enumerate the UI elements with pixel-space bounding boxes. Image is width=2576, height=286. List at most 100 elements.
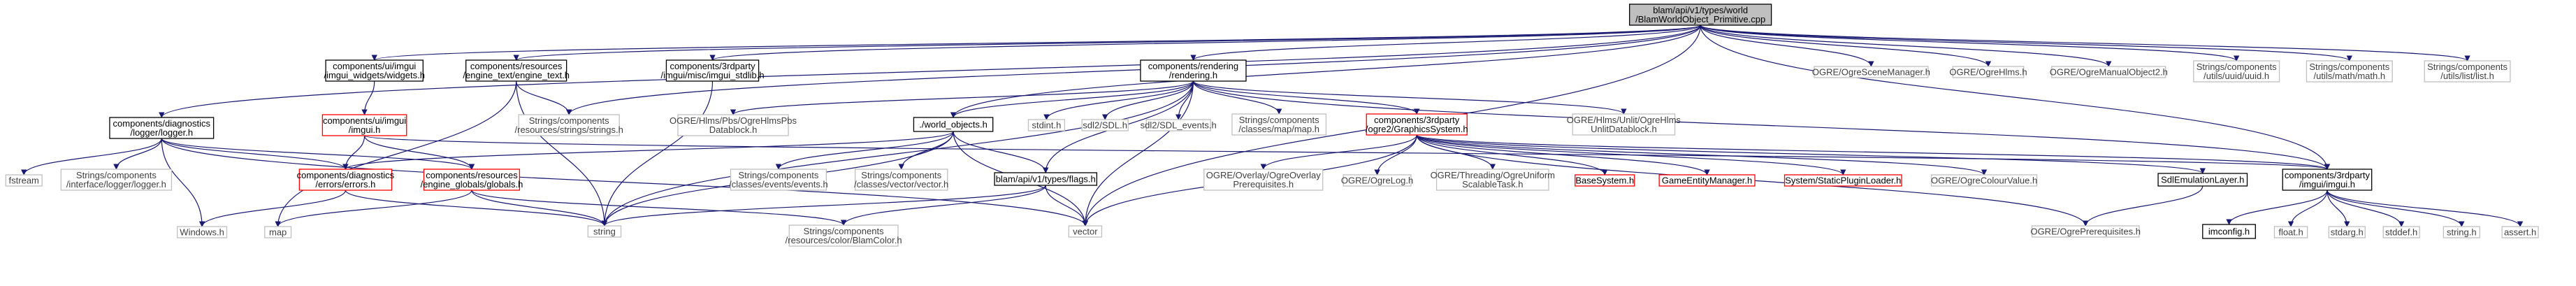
node-box (2193, 60, 2280, 83)
node-label-line: sdl2/SDL.h (1083, 120, 1127, 131)
node-logger[interactable]: components/diagnostics/logger/logger.h (109, 117, 215, 139)
node-graphics[interactable]: components/3rdparty/ogre2/GraphicsSystem… (1366, 113, 1468, 136)
node-sdl_events[interactable]: sdl2/SDL_events.h (1141, 119, 1217, 131)
edge-rendering-to-stdint (1043, 80, 1194, 120)
node-engine_text[interactable]: components/resources/engine_text/engine_… (463, 59, 570, 82)
node-label-line: components/resources (470, 61, 563, 71)
node-ogre_manual[interactable]: OGRE/OgreManualObject2.h (2050, 66, 2168, 78)
node-root[interactable]: blam/api/v1/types/world/BlamWorldObject_… (1629, 3, 1772, 26)
node-label-line: /engine_text/engine_text.h (463, 70, 570, 80)
node-world_objects[interactable]: ./world_objects.h (913, 117, 994, 132)
node-label-line: sdl2/SDL_events.h (1141, 120, 1217, 131)
node-label-line: Strings/components (804, 226, 884, 236)
edge-root-to-world_objects (950, 24, 1701, 118)
node-stddef[interactable]: stddef.h (2382, 226, 2420, 238)
edge-imgui_widgets-to-ui_imgui (361, 80, 375, 115)
node-rendering[interactable]: components/rendering/rendering.h (1140, 59, 1247, 82)
node-events[interactable]: Strings/components/classes/events/events… (729, 169, 828, 191)
node-label-line: BaseSystem.h (1575, 176, 1634, 186)
node-string_h[interactable]: string.h (2443, 226, 2480, 238)
node-box (1081, 119, 1129, 131)
node-label-line: /classes/vector/vector.h (854, 179, 948, 190)
edge-root-to-ogre_hlms (1700, 24, 1992, 67)
node-label-line: components/ui/imgui (323, 115, 406, 126)
node-box (109, 117, 215, 139)
node-stdint[interactable]: stdint.h (1027, 119, 1066, 131)
edge-world_objects-to-events (775, 131, 954, 170)
node-blamcolor[interactable]: Strings/components/resources/color/BlamC… (786, 224, 902, 247)
node-math[interactable]: Strings/components/utils/math/math.h (2306, 60, 2393, 83)
node-globals[interactable]: components/resources/engine_globals/glob… (421, 169, 523, 191)
node-label-line: Strings/components (2427, 62, 2508, 72)
node-prereq[interactable]: OGRE/OgrePrerequisites.h (2030, 225, 2141, 238)
edge-graphics-to-gameentity (1416, 134, 1710, 176)
dependency-edge (516, 80, 572, 115)
edge-logger-to-fstream (21, 138, 162, 176)
node-windows[interactable]: Windows.h (177, 226, 228, 238)
node-box (1203, 169, 1324, 191)
node-colour[interactable]: OGRE/OgreColourValue.h (1930, 174, 2038, 187)
node-label-line: components/diagnostics (297, 170, 395, 180)
node-label-line: /imgui.h (349, 124, 381, 135)
node-label-line: /interface/logger/logger.h (66, 179, 166, 190)
node-label-line: /errors/errors.h (315, 179, 375, 190)
dependency-edge (1700, 24, 2470, 62)
edge-graphics-to-imgui3p (1416, 134, 2330, 170)
node-basesystem[interactable]: BaseSystem.h (1575, 174, 1635, 187)
node-map_h[interactable]: Strings/components/classes/map/map.h (1231, 113, 1327, 136)
edge-root-to-engine_text (514, 24, 1701, 61)
node-list[interactable]: Strings/components/utils/list/list.h (2424, 60, 2511, 83)
node-box (587, 225, 622, 238)
node-gameentity[interactable]: GameEntityManager.h (1658, 174, 1756, 187)
dependency-edge (361, 80, 375, 115)
node-sdl[interactable]: sdl2/SDL.h (1081, 119, 1129, 131)
edge-imgui3p-to-assert (2327, 190, 2524, 227)
node-stdarg[interactable]: stdarg.h (2328, 226, 2366, 238)
dependency-edge (1192, 80, 1282, 115)
node-if_logger[interactable]: Strings/components/interface/logger/logg… (60, 169, 173, 191)
dependency-edge (1260, 134, 1417, 170)
node-ui_imgui[interactable]: components/ui/imgui/imgui.h (321, 114, 407, 136)
node-uuid[interactable]: Strings/components/utils/uuid/uuid.h (2193, 60, 2280, 83)
node-assert[interactable]: assert.h (2501, 226, 2539, 238)
node-label-line: /imgui/imgui.h (2299, 179, 2355, 190)
dependency-edge (363, 135, 2330, 170)
node-errors[interactable]: components/diagnostics/errors/errors.h (297, 169, 395, 191)
node-strings[interactable]: Strings/components/resources/strings/str… (515, 114, 623, 136)
dependency-edge (2327, 190, 2350, 227)
node-imconfig[interactable]: imconfig.h (2202, 224, 2256, 239)
node-stdlib[interactable]: components/3rdparty/imgui/misc/imgui_std… (660, 59, 765, 82)
node-label-line: blam/api/v1/types/flags.h (996, 174, 1096, 185)
dependency-edge (2083, 185, 2204, 227)
node-label-line: blam/api/v1/types/world (1653, 5, 1748, 15)
node-vector[interactable]: vector (1068, 225, 1103, 238)
node-staticplugin[interactable]: System/StaticPluginLoader.h (1783, 174, 1902, 187)
node-imgui3p[interactable]: components/3rdparty/imgui/imgui.h (2282, 169, 2373, 191)
node-ogre_hlms[interactable]: OGRE/OgreHlms.h (1949, 66, 2027, 78)
node-imgui_widgets[interactable]: components/ui/imgui/imgui_widgets/widget… (324, 59, 425, 82)
node-box (2306, 60, 2393, 83)
edge-errors-to-windows (198, 190, 347, 227)
dependency-edge (471, 190, 847, 226)
edge-rendering-to-world_objects (950, 80, 1194, 118)
node-ogrelog[interactable]: OGRE/OgreLog.h (1341, 174, 1413, 187)
node-vector_h[interactable]: Strings/components/classes/vector/vector… (854, 169, 948, 191)
node-ogre_scene[interactable]: OGRE/OgreSceneManager.h (1812, 66, 1930, 78)
edge-ui_imgui-to-imgui3p (363, 135, 2330, 170)
node-flags[interactable]: blam/api/v1/types/flags.h (994, 172, 1098, 186)
edge-root-to-uuid (1700, 24, 2240, 62)
dependency-edge (1416, 134, 1710, 176)
edge-engine_text-to-map (275, 80, 517, 227)
edge-root-to-math (1700, 24, 2352, 62)
node-map[interactable]: map (264, 226, 292, 238)
node-label-line: Strings/components (1239, 115, 1319, 125)
node-float[interactable]: float.h (2273, 226, 2308, 238)
node-string[interactable]: string (587, 225, 622, 238)
node-fstream[interactable]: fstream (5, 174, 43, 187)
node-sdlemu[interactable]: SdlEmulationLayer.h (2157, 173, 2248, 187)
node-label-line: /utils/list/list.h (2440, 71, 2494, 81)
